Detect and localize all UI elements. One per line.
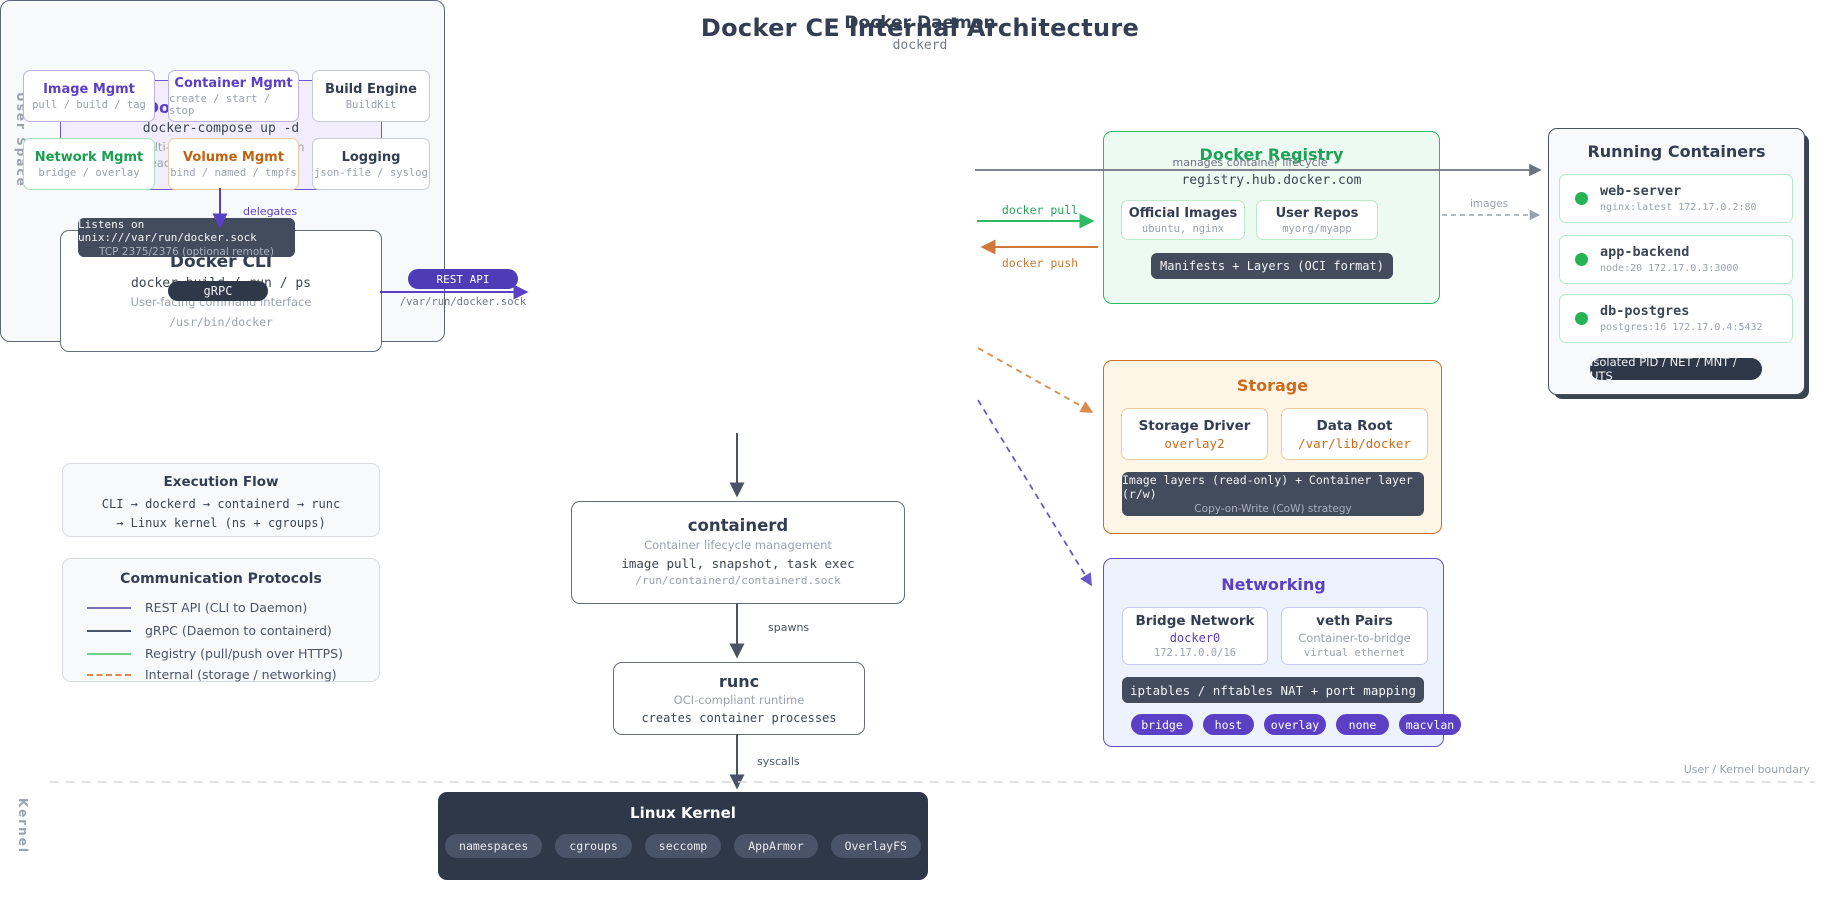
storage-driver-box: Storage Driver overlay2 [1121,408,1268,460]
user-kernel-boundary-label: User / Kernel boundary [1683,763,1810,776]
driver-pill-host: host [1203,714,1254,735]
container-card-web-server: web-server nginx:latest 172.17.0.2:80 [1559,174,1793,223]
spawns-edge-label: spawns [768,621,810,634]
official-images-box: Official Images ubuntu, nginx [1121,200,1245,240]
module-volume-mgmt: Volume Mgmt bind / named / tmpfs [168,138,299,190]
storage-box: Storage Storage Driver overlay2 Data Roo… [1103,360,1442,534]
networking-title: Networking [1221,575,1326,594]
communication-protocols-box: Communication Protocols REST API (CLI to… [62,558,380,682]
module-network-mgmt: Network Mgmt bridge / overlay [23,138,155,190]
module-image-mgmt: Image Mgmt pull / build / tag [23,70,155,122]
execution-flow-line2: → Linux kernel (ns + cgroups) [116,516,326,530]
images-edge-label: images [1470,198,1509,210]
legend-internal: Internal (storage / networking) [87,667,337,682]
storage-title: Storage [1236,376,1309,395]
manifests-bar: Manifests + Layers (OCI format) [1151,253,1393,279]
daemon-listen-bar: Listens on unix:///var/run/docker.sock T… [78,218,295,258]
nat-bar: iptables / nftables NAT + port mapping [1122,677,1424,703]
internal-line-swatch [87,673,131,676]
kernel-space-label: Kernel [16,798,30,854]
kernel-feature-overlayfs: OverlayFS [830,834,921,858]
user-repos-box: User Repos myorg/myapp [1256,200,1378,240]
legend-registry: Registry (pull/push over HTTPS) [87,646,343,661]
rest-api-pill: REST API [408,269,518,289]
module-container-mgmt: Container Mgmt create / start / stop [168,70,299,122]
manages-edge-label: manages container lifecycle [1172,156,1328,169]
kernel-feature-seccomp: seccomp [644,834,722,858]
container-card-app-backend: app-backend node:20 172.17.0.3:3000 [1559,235,1793,284]
kernel-title: Linux Kernel [630,804,736,822]
compose-command: docker-compose up -d [142,121,300,137]
registry-line-swatch [87,652,131,655]
cli-path: /usr/bin/docker [169,314,273,329]
daemon-subtitle: dockerd [892,38,948,53]
containerd-title: containerd [687,515,789,535]
grpc-pill: gRPC [168,281,268,301]
data-root-box: Data Root /var/lib/docker [1281,408,1428,460]
kernel-feature-namespaces: namespaces [445,834,543,858]
containers-title: Running Containers [1587,142,1766,161]
rest-socket-label: /var/run/docker.sock [399,296,527,308]
module-logging: Logging json-file / syslog [312,138,430,190]
running-containers-box: Running Containers web-server nginx:late… [1548,128,1805,395]
legend-rest-api: REST API (CLI to Daemon) [87,600,307,615]
status-dot [1575,253,1588,266]
docker-registry-box: Docker Registry registry.hub.docker.com … [1103,131,1440,304]
containerd-desc: Container lifecycle management [644,537,832,552]
registry-url: registry.hub.docker.com [1181,173,1362,188]
legend-grpc: gRPC (Daemon to containerd) [87,623,332,638]
rest-line-swatch [87,606,131,609]
execution-flow-box: Execution Flow CLI → dockerd → container… [62,463,380,537]
container-card-db-postgres: db-postgres postgres:16 172.17.0.4:5432 [1559,294,1793,343]
module-build-engine: Build Engine BuildKit [312,70,430,122]
bridge-network-box: Bridge Network docker0 172.17.0.0/16 [1122,607,1268,665]
registry-title: Docker Registry [1199,145,1344,164]
protocols-title: Communication Protocols [120,571,322,587]
page-title: Docker CE Internal Architecture [700,14,1140,42]
veth-pairs-box: veth Pairs Container-to-bridge virtual e… [1281,607,1428,665]
daemon-title: Docker Daemon [844,13,996,33]
containerd-socket: /run/containerd/containerd.sock [635,574,841,588]
networking-box: Networking Bridge Network docker0 172.17… [1103,558,1461,747]
driver-pill-bridge: bridge [1131,714,1193,735]
driver-pill-macvlan: macvlan [1399,714,1461,735]
runc-ops: creates container processes [641,710,837,725]
image-layers-bar: Image layers (read-only) + Container lay… [1122,472,1424,516]
runc-box: runc OCI-compliant runtime creates conta… [613,662,865,735]
runc-desc: OCI-compliant runtime [673,693,805,708]
delegates-edge-label: delegates [243,205,298,218]
status-dot [1575,312,1588,325]
driver-pill-overlay: overlay [1264,714,1326,735]
kernel-feature-cgroups: cgroups [555,834,632,858]
docker-push-label: docker push [1001,256,1079,270]
runc-title: runc [718,672,760,692]
kernel-feature-apparmor: AppArmor [734,834,818,858]
syscalls-edge-label: syscalls [757,755,800,768]
containerd-box: containerd Container lifecycle managemen… [571,501,905,604]
docker-pull-label: docker pull [1001,203,1079,217]
status-dot [1575,192,1588,205]
grpc-line-swatch [87,629,131,632]
linux-kernel-box: Linux Kernel namespaces cgroups seccomp … [438,792,928,880]
driver-pill-none: none [1336,714,1389,735]
execution-flow-line1: CLI → dockerd → containerd → runc [101,497,341,511]
execution-flow-title: Execution Flow [163,474,279,490]
isolated-pill: Isolated PID / NET / MNT / UTS [1590,355,1762,383]
containerd-ops: image pull, snapshot, task exec [621,556,855,572]
